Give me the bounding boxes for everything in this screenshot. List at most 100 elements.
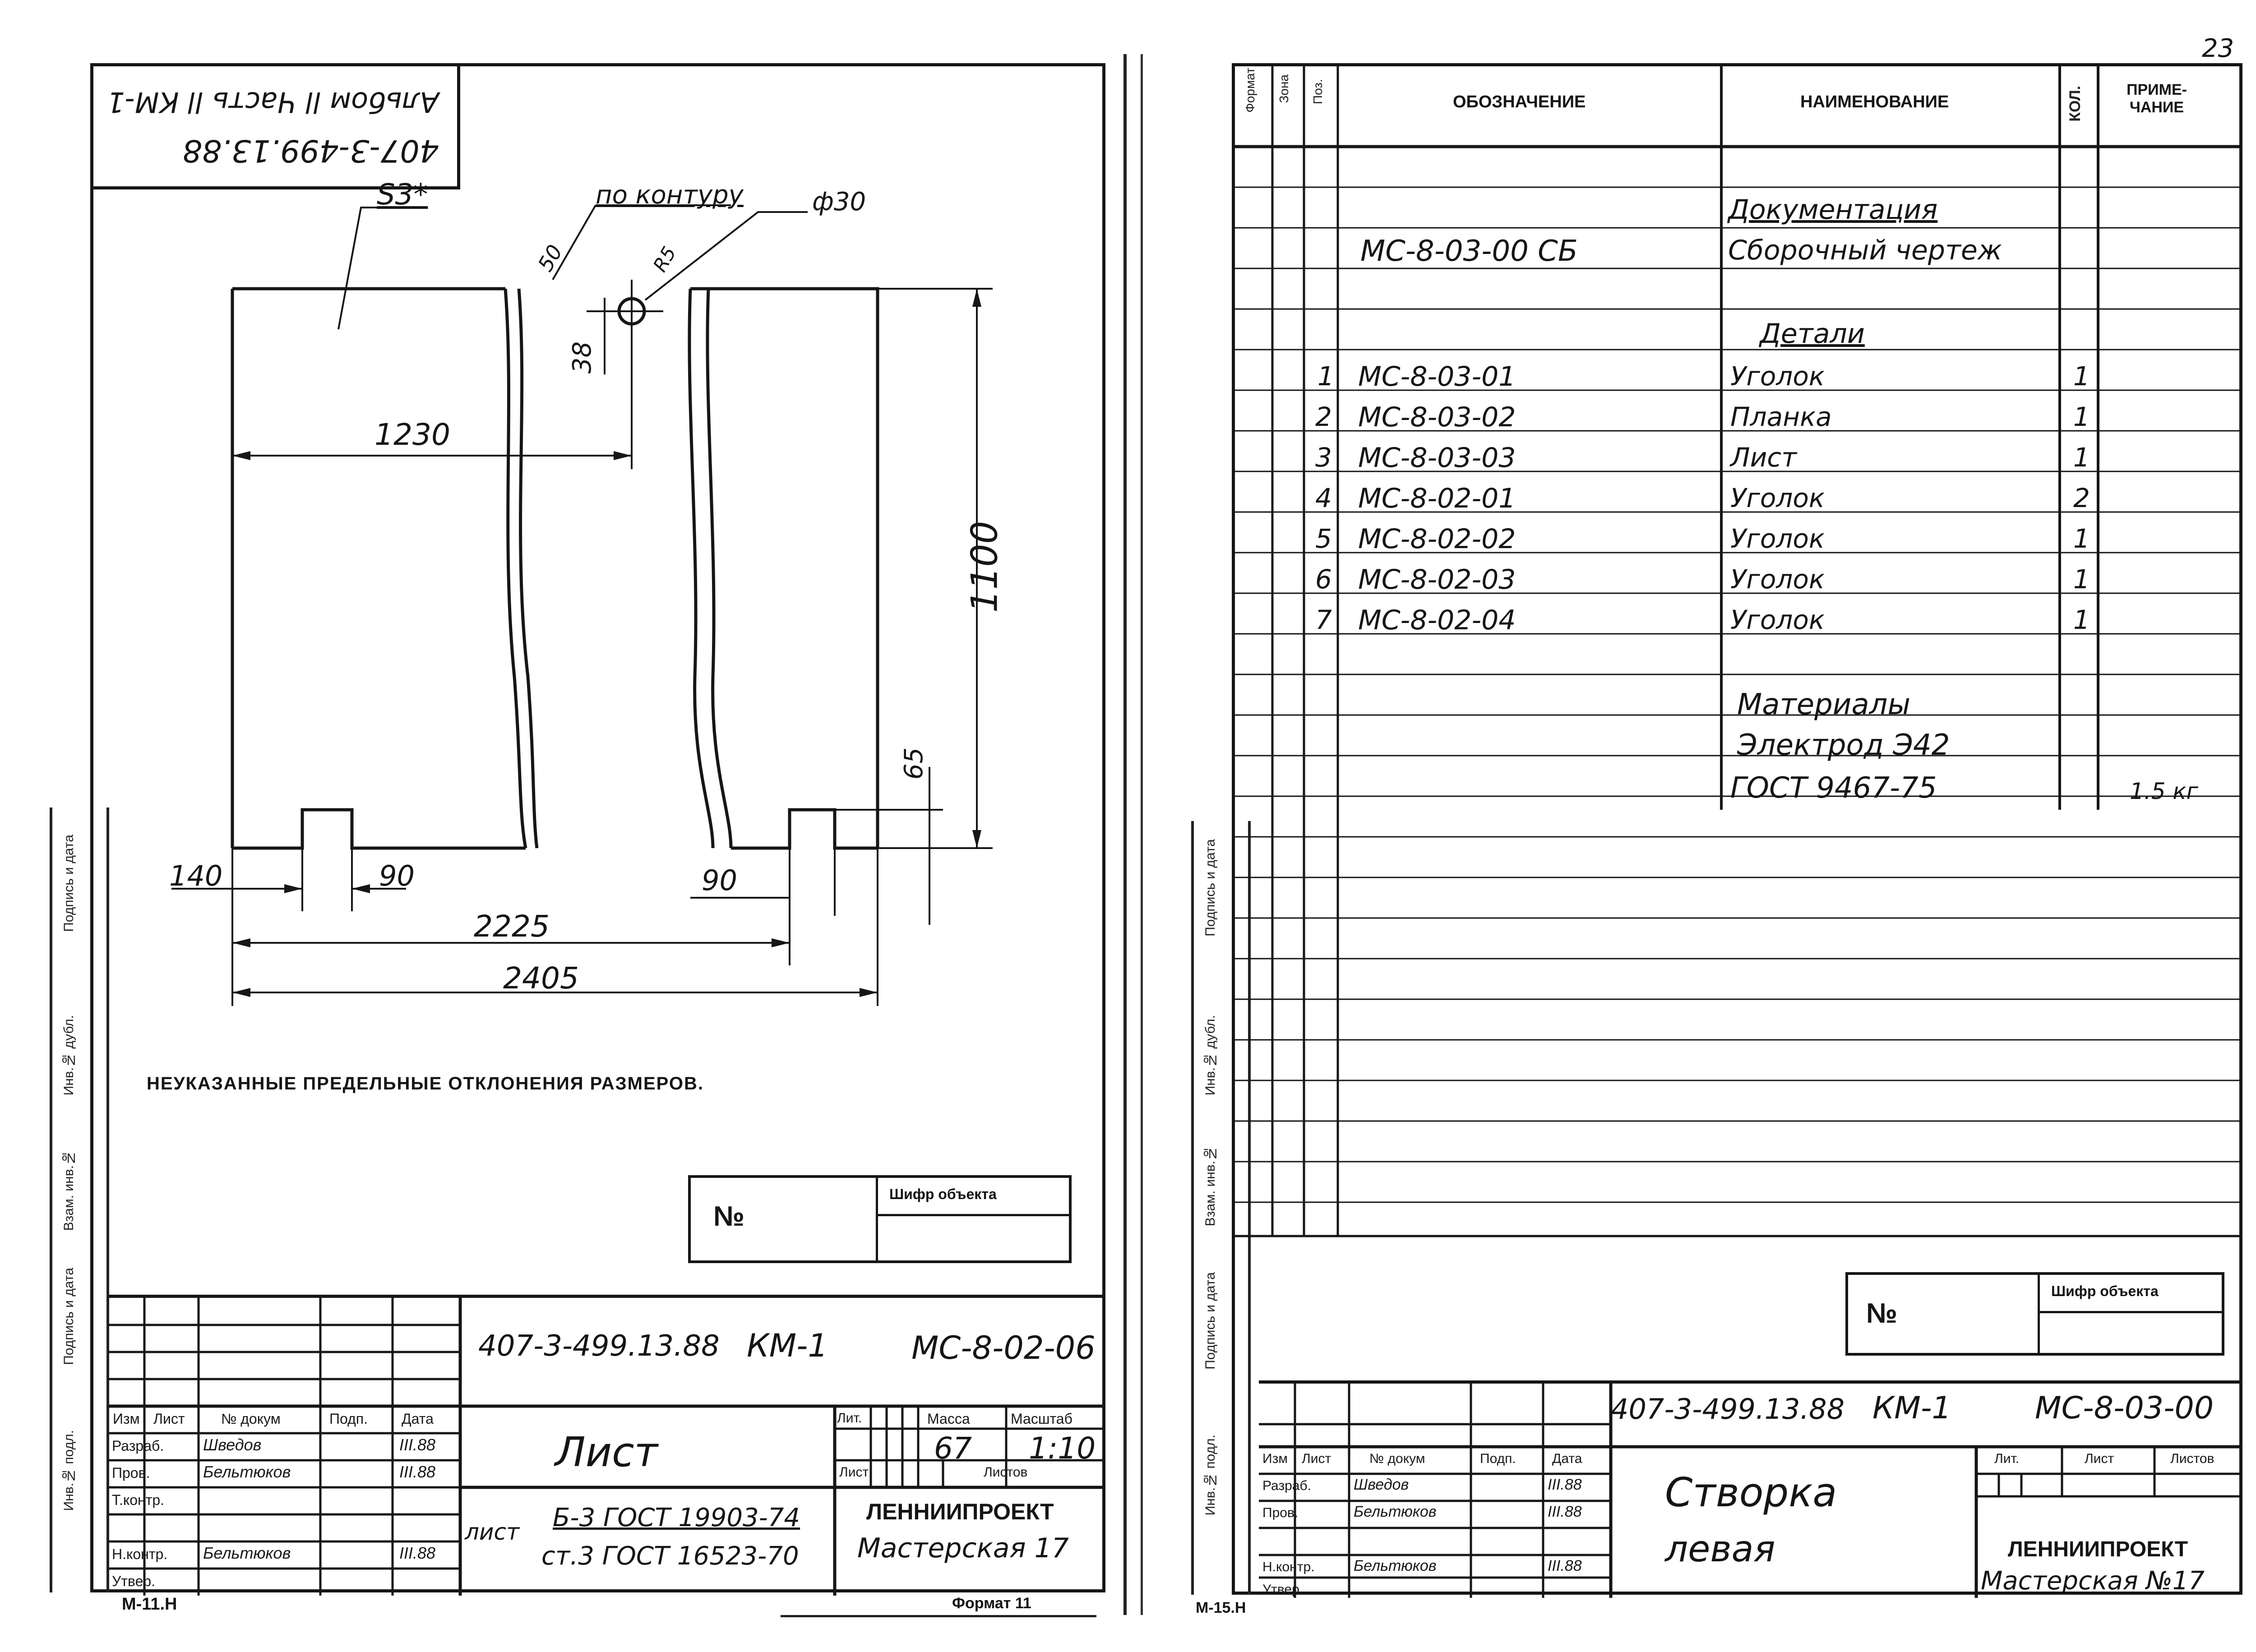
right-role-2: Пров. bbox=[1262, 1505, 1299, 1520]
spec-row-2-designation: МС-8-03-02 bbox=[1358, 401, 1516, 433]
left-material-line2: ст.3 ГОСТ 16523-70 bbox=[541, 1541, 799, 1571]
spec-row-materials-name: Материалы bbox=[1737, 688, 1910, 721]
spec-row-6-name: Уголок bbox=[1730, 564, 1825, 595]
left-role-1: Разраб. bbox=[112, 1438, 164, 1454]
left-mark: МС-8-02-06 bbox=[911, 1329, 1096, 1366]
left-col-list: Лист bbox=[153, 1411, 185, 1427]
spec-row-1-designation: МС-8-03-01 bbox=[1358, 361, 1516, 392]
spec-row-sb-designation: МС-8-03-00 СБ bbox=[1360, 235, 1578, 268]
right-org-line1: ЛЕННИИПРОЕКТ bbox=[2008, 1537, 2188, 1561]
hole-diameter-label: ф30 bbox=[812, 187, 866, 217]
right-date-4: III.88 bbox=[1548, 1557, 1582, 1574]
right-sheet-frame bbox=[1232, 63, 2242, 1595]
center-fold-line-2 bbox=[1141, 54, 1143, 1615]
dim-65: 65 bbox=[899, 747, 929, 780]
left-strip-label-2: Подпись и дата bbox=[61, 1268, 76, 1365]
left-sheet-label: Лист bbox=[839, 1465, 869, 1480]
spec-row-1-name: Уголок bbox=[1730, 361, 1825, 392]
spec-row-5-pos: 5 bbox=[1315, 523, 1332, 554]
spec-row-3-designation: МС-8-03-03 bbox=[1358, 442, 1516, 474]
thickness-mark: S3* bbox=[377, 178, 428, 212]
right-title-line2: левая bbox=[1665, 1528, 1775, 1570]
left-format-label: Формат 11 bbox=[952, 1595, 1031, 1612]
left-title: Лист bbox=[555, 1429, 658, 1476]
spec-row-1-pos: 1 bbox=[1318, 361, 1334, 392]
left-side-strip: Инв.№ подл. Подпись и дата Взам. инв.№ И… bbox=[50, 808, 109, 1592]
spec-row-electrode-name: Электрод Э42 bbox=[1737, 729, 1950, 762]
left-format-underline bbox=[781, 1615, 1096, 1617]
right-object-box-divider bbox=[2038, 1275, 2040, 1353]
spec-row-gost-note: 1.5 кг bbox=[2130, 778, 2198, 804]
left-object-box: № Шифр объекта bbox=[688, 1175, 1072, 1263]
left-title-block: 407-3-499.13.88 КМ-1 МС-8-02-06 Изм Лист… bbox=[108, 1295, 1103, 1596]
dim-2225: 2225 bbox=[474, 909, 550, 944]
dim-1100: 1100 bbox=[963, 521, 1006, 613]
right-strip-label-1: Инв.№ подл. bbox=[1203, 1435, 1218, 1516]
right-sheets-label: Листов bbox=[2170, 1451, 2214, 1466]
spec-row-6-designation: МС-8-02-03 bbox=[1358, 564, 1516, 595]
corner-stamp: Альбом ll Часть ll КМ-1 407-3-499.13.88 bbox=[90, 63, 460, 189]
spec-row-2-qty: 1 bbox=[2073, 401, 2090, 432]
right-col-izm: Изм bbox=[1262, 1451, 1288, 1466]
right-name-2: Бельтюков bbox=[1354, 1503, 1437, 1520]
left-org-line2: Мастерская 17 bbox=[857, 1532, 1069, 1564]
spec-header-format: Формат bbox=[1243, 68, 1257, 113]
left-role-2: Пров. bbox=[112, 1465, 150, 1481]
dim-140: 140 bbox=[169, 859, 223, 892]
right-title-grid bbox=[1259, 1384, 2242, 1598]
left-sheet-frame bbox=[90, 63, 1105, 1592]
spec-header-qty: КОЛ. bbox=[2066, 86, 2084, 122]
right-col-sign: Подп. bbox=[1480, 1451, 1516, 1466]
spec-row-3-name: Лист bbox=[1730, 442, 1797, 473]
dim-90-left: 90 bbox=[379, 859, 415, 892]
left-material-prefix: лист bbox=[465, 1519, 520, 1545]
left-strip-label-1: Инв.№ подл. bbox=[61, 1430, 76, 1511]
left-title-grid bbox=[108, 1298, 1103, 1596]
left-col-date: Дата bbox=[402, 1411, 434, 1427]
spec-header-zone: Зона bbox=[1277, 74, 1291, 103]
left-col-sign: Подп. bbox=[329, 1411, 368, 1427]
left-date-4: III.88 bbox=[399, 1544, 436, 1562]
right-lit-label: Лит. bbox=[1994, 1451, 2020, 1466]
left-mass-label: Масса bbox=[927, 1411, 970, 1427]
spec-header-name: НАИМЕНОВАНИЕ bbox=[1800, 92, 1949, 111]
right-object-box-hline bbox=[2038, 1311, 2223, 1313]
right-sheet-label: Лист bbox=[2085, 1451, 2114, 1466]
spec-row-7-pos: 7 bbox=[1315, 605, 1332, 635]
left-name-1: Шведов bbox=[203, 1435, 262, 1454]
left-mass-value: 67 bbox=[934, 1431, 972, 1466]
right-doc-code: 407-3-499.13.88 bbox=[1611, 1393, 1845, 1426]
left-scale-label: Масштаб bbox=[1011, 1411, 1073, 1427]
left-strip-label-3: Взам. инв.№ bbox=[61, 1150, 76, 1231]
right-side-strip: Инв.№ подл. Подпись и дата Взам. инв.№ И… bbox=[1191, 821, 1251, 1595]
right-strip-label-3: Взам. инв.№ bbox=[1203, 1146, 1218, 1227]
spec-row-4-name: Уголок bbox=[1730, 483, 1825, 513]
right-mark: МС-8-03-00 bbox=[2035, 1390, 2214, 1426]
left-form-label: М-11.Н bbox=[122, 1595, 177, 1614]
spec-table-grid bbox=[1232, 63, 2242, 1237]
spec-row-7-name: Уголок bbox=[1730, 605, 1825, 635]
spec-row-5-qty: 1 bbox=[2073, 523, 2090, 554]
spec-row-details-name: Детали bbox=[1760, 318, 1865, 350]
right-title-line1: Створка bbox=[1665, 1469, 1837, 1516]
left-col-doc: № докум bbox=[221, 1411, 281, 1427]
left-sheets-label: Листов bbox=[984, 1465, 1028, 1480]
right-form-label: М-15.Н bbox=[1196, 1599, 1246, 1616]
right-strip-label-5: Подпись и дата bbox=[1203, 839, 1218, 937]
right-role-1: Разраб. bbox=[1262, 1478, 1312, 1493]
spec-row-lines bbox=[1232, 186, 2242, 1203]
right-date-1: III.88 bbox=[1548, 1476, 1582, 1493]
contour-note: по контуру bbox=[596, 180, 744, 210]
left-org-line1: ЛЕННИИПРОЕКТ bbox=[866, 1499, 1054, 1524]
right-date-2: III.88 bbox=[1548, 1503, 1582, 1520]
spec-row-doc-name: Документация bbox=[1728, 194, 1938, 226]
spec-row-6-qty: 1 bbox=[2073, 564, 2090, 595]
left-lit-label: Лит. bbox=[837, 1411, 862, 1426]
spec-row-2-pos: 2 bbox=[1315, 401, 1332, 432]
spec-row-gost-name: ГОСТ 9467-75 bbox=[1730, 771, 1937, 805]
spec-row-6-pos: 6 bbox=[1315, 564, 1332, 595]
left-object-box-hline bbox=[876, 1214, 1070, 1216]
right-col-list: Лист bbox=[1302, 1451, 1331, 1466]
spec-row-5-designation: МС-8-02-02 bbox=[1358, 523, 1516, 555]
spec-row-5-name: Уголок bbox=[1730, 523, 1825, 554]
